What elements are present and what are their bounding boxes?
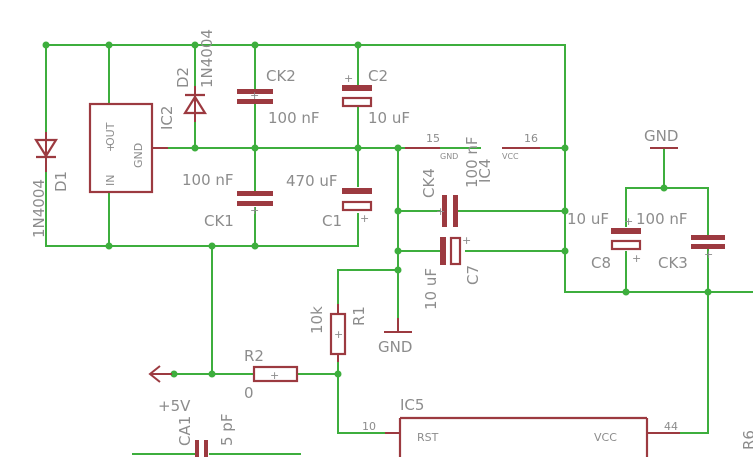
- svg-text:+: +: [270, 369, 279, 382]
- ic5-pin44-name: VCC: [594, 431, 617, 444]
- capacitor-ca1[interactable]: CA1 5 pF: [176, 414, 236, 457]
- capacitor-c8[interactable]: + + 10 uF C8: [567, 210, 641, 272]
- diode-d1[interactable]: D1 1N4004: [30, 132, 70, 238]
- svg-text:+: +: [250, 204, 259, 217]
- microcontroller-ic5[interactable]: IC5 10 RST 44 VCC: [362, 396, 680, 457]
- c7-value: 10 uF: [422, 268, 440, 310]
- svg-text:+: +: [436, 205, 445, 218]
- c1-name: C1: [322, 212, 342, 230]
- resistor-r1[interactable]: + 10k R1: [308, 304, 368, 362]
- c1-value: 470 uF: [286, 172, 338, 190]
- svg-text:+: +: [250, 89, 259, 102]
- svg-text:+: +: [334, 328, 343, 341]
- ck1-value: 100 nF: [182, 171, 234, 189]
- ck4-value: 100 nF: [463, 136, 481, 188]
- resistor-r6[interactable]: R6: [740, 430, 753, 450]
- ground-symbol-top: GND: [644, 127, 678, 149]
- r1-name: R1: [350, 306, 368, 326]
- ca1-name: CA1: [176, 416, 194, 446]
- ic4-name: IC4: [476, 159, 494, 183]
- svg-text:+: +: [632, 252, 641, 265]
- c2-value: 10 uF: [368, 109, 410, 127]
- ic4-pin16-name: VCC: [502, 152, 519, 161]
- ck4-name: CK4: [420, 168, 438, 198]
- c8-value: 10 uF: [567, 210, 609, 228]
- d2-value: 1N4004: [198, 29, 216, 88]
- supply-5v-arrow: +5V: [148, 365, 191, 415]
- ic5-pin10-num: 10: [362, 420, 376, 433]
- capacitor-ck4[interactable]: + CK4 100 nF: [420, 136, 481, 227]
- c7-name: C7: [464, 265, 482, 285]
- ground-symbol-mid: GND: [378, 318, 412, 356]
- capacitor-ck1[interactable]: + 100 nF CK1: [182, 171, 273, 230]
- ic5-pin44-num: 44: [664, 420, 678, 433]
- ic4-pin16-num: 16: [524, 132, 538, 145]
- junction-dots: [42, 41, 712, 378]
- ca1-value: 5 pF: [218, 414, 236, 446]
- c2-name: C2: [368, 67, 388, 85]
- r6-name: R6: [740, 430, 753, 450]
- svg-text:+: +: [344, 72, 353, 85]
- gnd-mid-label: GND: [378, 338, 412, 356]
- ic4-pin15-num: 15: [426, 132, 440, 145]
- d1-value: 1N4004: [30, 179, 48, 238]
- d1-name: D1: [52, 171, 70, 192]
- c8-name: C8: [591, 254, 611, 272]
- svg-text:+: +: [360, 212, 369, 225]
- svg-text:+: +: [704, 248, 713, 261]
- ck3-value: 100 nF: [636, 210, 688, 228]
- ic2-name: IC2: [158, 106, 176, 130]
- ck2-value: 100 nF: [268, 109, 320, 127]
- capacitor-ck3[interactable]: + 100 nF CK3: [636, 210, 725, 272]
- capacitor-c7[interactable]: + 10 uF C7: [422, 234, 482, 310]
- wires: [45, 44, 753, 455]
- ck2-name: CK2: [266, 67, 296, 85]
- resistor-r2[interactable]: + R2 0: [244, 347, 299, 402]
- capacitor-c2[interactable]: + C2 10 uF: [341, 67, 410, 127]
- ic4-power-pins: 15 GND 16 VCC IC4: [405, 132, 540, 183]
- ck1-name: CK1: [204, 212, 234, 230]
- ic5-name: IC5: [400, 396, 424, 414]
- ic5-pin10-name: RST: [417, 431, 439, 444]
- ck3-name: CK3: [658, 254, 688, 272]
- gnd-top-label: GND: [644, 127, 678, 145]
- ic2-pin-out-plus: +: [104, 143, 117, 152]
- regulator-ic2[interactable]: OUT + GND IN IC2: [88, 102, 176, 194]
- ic2-pin-out: OUT: [104, 122, 117, 146]
- svg-text:+: +: [624, 215, 633, 228]
- ic2-pin-in: IN: [104, 175, 117, 186]
- supply-label: +5V: [158, 397, 191, 415]
- r1-value: 10k: [308, 306, 326, 334]
- svg-text:+: +: [462, 234, 471, 247]
- ic2-pin-gnd: GND: [132, 143, 145, 168]
- ic4-pin15-name: GND: [440, 152, 458, 161]
- d2-name: D2: [174, 67, 192, 88]
- r2-value: 0: [244, 384, 254, 402]
- r2-name: R2: [244, 347, 264, 365]
- capacitor-ck2[interactable]: + CK2 100 nF: [237, 67, 320, 127]
- diode-d2[interactable]: D2 1N4004: [174, 29, 216, 122]
- capacitor-c1[interactable]: + 470 uF C1: [286, 172, 373, 230]
